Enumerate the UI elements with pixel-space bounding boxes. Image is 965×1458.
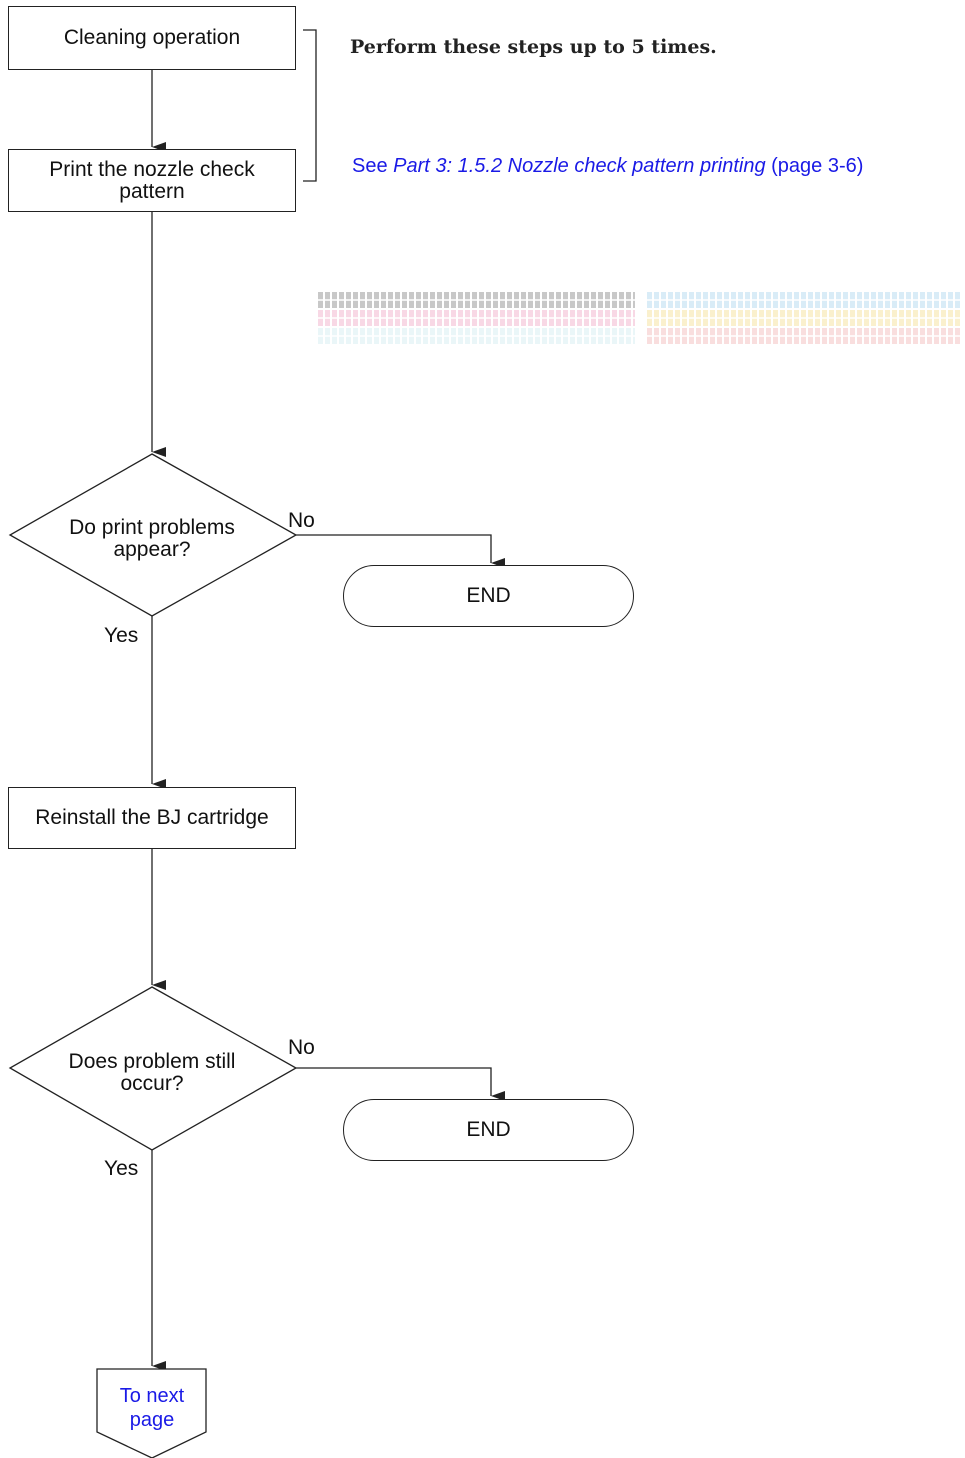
print-nozzle-label: Print the nozzle check pattern	[49, 157, 255, 203]
nozzle-check-pattern-image	[316, 292, 962, 344]
cleaning-operation-label: Cleaning operation	[63, 26, 241, 49]
reinstall-cartridge-box: Reinstall the BJ cartridge	[8, 787, 296, 849]
decision1-question: Do print problems appear?	[69, 516, 235, 561]
reference-link[interactable]: Part 3: 1.5.2 Nozzle check pattern print…	[393, 155, 766, 177]
end-label-1: END	[466, 584, 511, 607]
decision2-no-label: No	[288, 1036, 315, 1059]
decision1-no-label: No	[288, 509, 315, 532]
end-label-2: END	[466, 1118, 511, 1141]
end-terminator-2: END	[343, 1099, 634, 1161]
end-terminator-1: END	[343, 565, 634, 627]
arrow-decision2-no	[296, 1067, 505, 1101]
repeat-note: Perform these steps up to 5 times.	[350, 36, 717, 58]
reinstall-cartridge-label: Reinstall the BJ cartridge	[35, 806, 269, 829]
decision2-question: Does problem still occur?	[68, 1050, 236, 1095]
decision2-yes-label: Yes	[104, 1157, 139, 1180]
decision1-yes-label: Yes	[104, 624, 139, 647]
arrow-decision1-no	[296, 534, 505, 568]
decision1-diamond	[8, 453, 298, 617]
cleaning-operation-box: Cleaning operation	[8, 6, 296, 70]
off-page-connector	[96, 1368, 207, 1458]
decision2-diamond	[8, 986, 298, 1151]
reference-page: (page 3-6)	[765, 155, 864, 177]
repeat-bracket	[303, 29, 317, 182]
to-next-page-link[interactable]: To next page	[119, 1385, 185, 1431]
print-nozzle-box: Print the nozzle check pattern	[8, 149, 296, 212]
reference-note[interactable]: See Part 3: 1.5.2 Nozzle check pattern p…	[352, 155, 863, 178]
reference-prefix: See	[352, 155, 394, 177]
